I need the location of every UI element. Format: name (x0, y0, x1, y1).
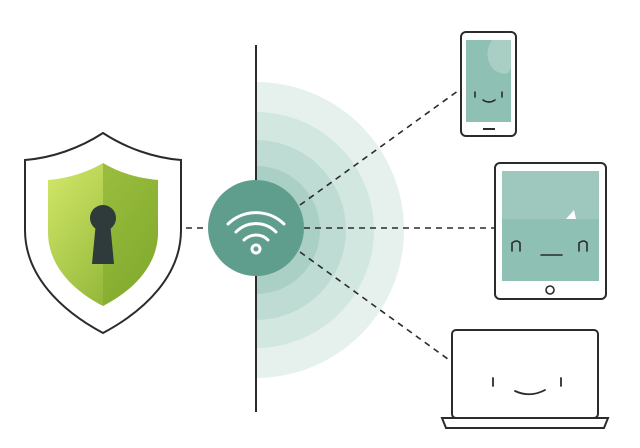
smartphone-icon (460, 31, 517, 137)
laptop-icon (440, 329, 610, 429)
laptop-link (299, 251, 453, 363)
shield-keyhole-icon (24, 131, 182, 335)
wifi-icon (226, 211, 286, 255)
phone-link (299, 87, 463, 206)
wifi-hotspot (208, 180, 304, 276)
connection-lines (186, 87, 496, 363)
tablet-icon (494, 162, 607, 300)
